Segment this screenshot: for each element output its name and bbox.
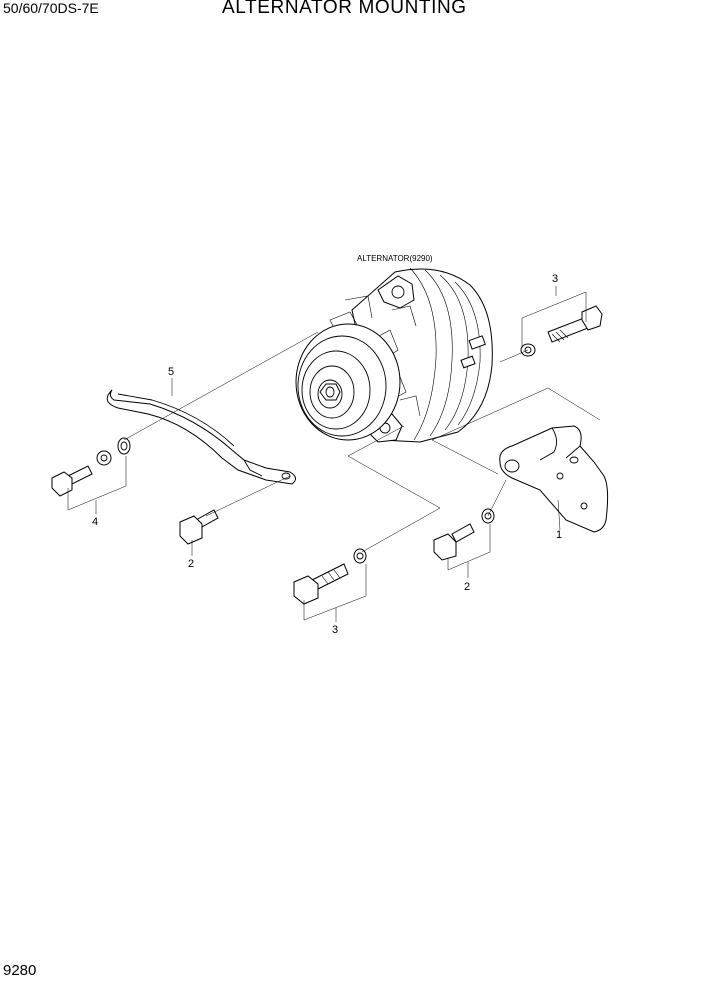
page-number: 9280 — [3, 962, 37, 979]
callout-2-right: 2 — [464, 581, 470, 593]
bolt-4 — [51, 437, 131, 497]
callout-leaders — [67, 286, 587, 622]
callout-2-left: 2 — [188, 558, 194, 570]
adjusting-strap — [106, 389, 296, 485]
page-title: ALTERNATOR MOUNTING — [222, 0, 467, 18]
bolt-bottom — [293, 548, 367, 605]
model-number: 50/60/70DS-7E — [3, 0, 99, 16]
assembly-lines — [123, 331, 601, 553]
alternator-label: ALTERNATOR(9290) — [357, 254, 433, 263]
bolt-top-right — [520, 305, 603, 357]
callout-3-bottom: 3 — [332, 624, 338, 636]
callout-4: 4 — [92, 516, 98, 528]
callout-1: 1 — [556, 529, 562, 541]
bolt-right-center — [433, 508, 495, 561]
callout-5: 5 — [168, 366, 174, 378]
alternator — [295, 267, 493, 443]
mounting-bracket — [499, 425, 609, 533]
callout-3-top: 3 — [552, 273, 558, 285]
bolt-left-center — [179, 509, 219, 545]
